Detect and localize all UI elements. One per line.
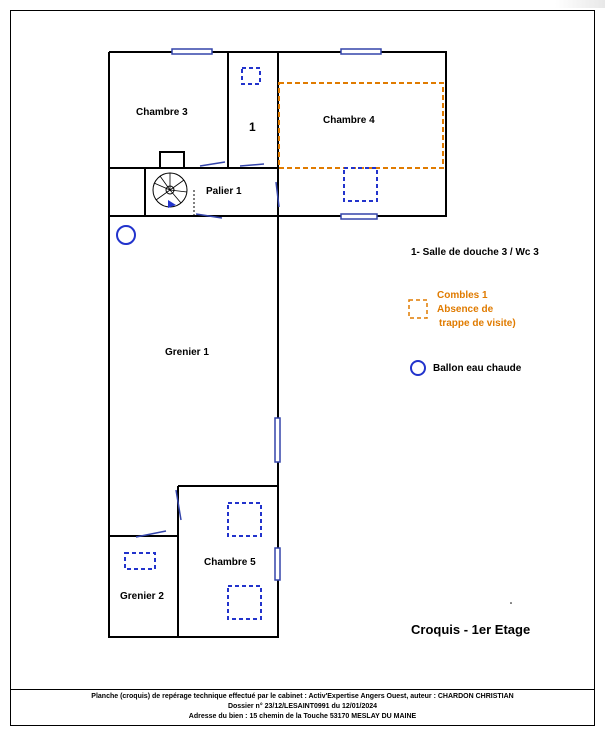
footer: Planche (croquis) de repérage technique … [10,689,595,726]
trap-markers [124,67,378,620]
door-ch5 [175,489,182,521]
chimney-icon [159,151,185,169]
windows [171,48,382,581]
door-palier-top [199,161,226,167]
door-palier-bath [239,163,265,167]
room-label-grenier-1: Grenier 1 [165,347,209,358]
legend-combles-line1: Combles 1 [437,290,488,301]
door-palier-right [275,181,280,208]
trap-ch5-bottom [227,585,262,620]
trap-ch5-top [227,502,262,537]
room-label-grenier-2: Grenier 2 [120,591,164,602]
trap-ch4 [343,167,378,202]
trap-grenier2 [124,552,156,570]
spiral-staircase-icon [152,172,195,216]
legend-ballon-icon [410,360,426,376]
corner-shade [555,0,605,8]
window-ch3-top [171,48,213,55]
legend-item-bath: 1- Salle de douche 3 / Wc 3 [411,247,539,258]
footer-line-2: Dossier n° 23/12/LESAINT0991 du 12/01/20… [227,703,378,710]
room-label-chambre-4: Chambre 4 [323,115,375,126]
trap-bath [241,67,261,85]
window-ch5-right [274,547,281,581]
room-label-chambre-3: Chambre 3 [136,107,188,118]
legend-combles-icon [408,299,428,319]
legend-combles-line2: Absence de [437,304,494,315]
room-label-bath-1: 1 [249,120,256,134]
footer-line-1: Planche (croquis) de repérage technique … [91,693,514,700]
legend-ballon: Ballon eau chaude [433,363,522,374]
doors [135,161,280,538]
window-grenier-right [274,417,281,463]
room-label-chambre-5: Chambre 5 [204,557,256,568]
footer-line-3: Adresse du bien : 15 chemin de la Touche… [188,713,417,720]
window-ch4-bottom [340,213,378,220]
room-label-palier-1: Palier 1 [206,186,242,197]
small-dot [510,602,512,604]
page-frame [10,10,595,726]
door-palier-bottom [195,213,223,219]
window-ch4-top [340,48,382,55]
legend-combles-line3: trappe de visite) [439,318,516,329]
door-grenier2 [135,530,167,538]
plan-caption: Croquis - 1er Etage [411,622,531,637]
water-heater-icon [116,225,136,245]
